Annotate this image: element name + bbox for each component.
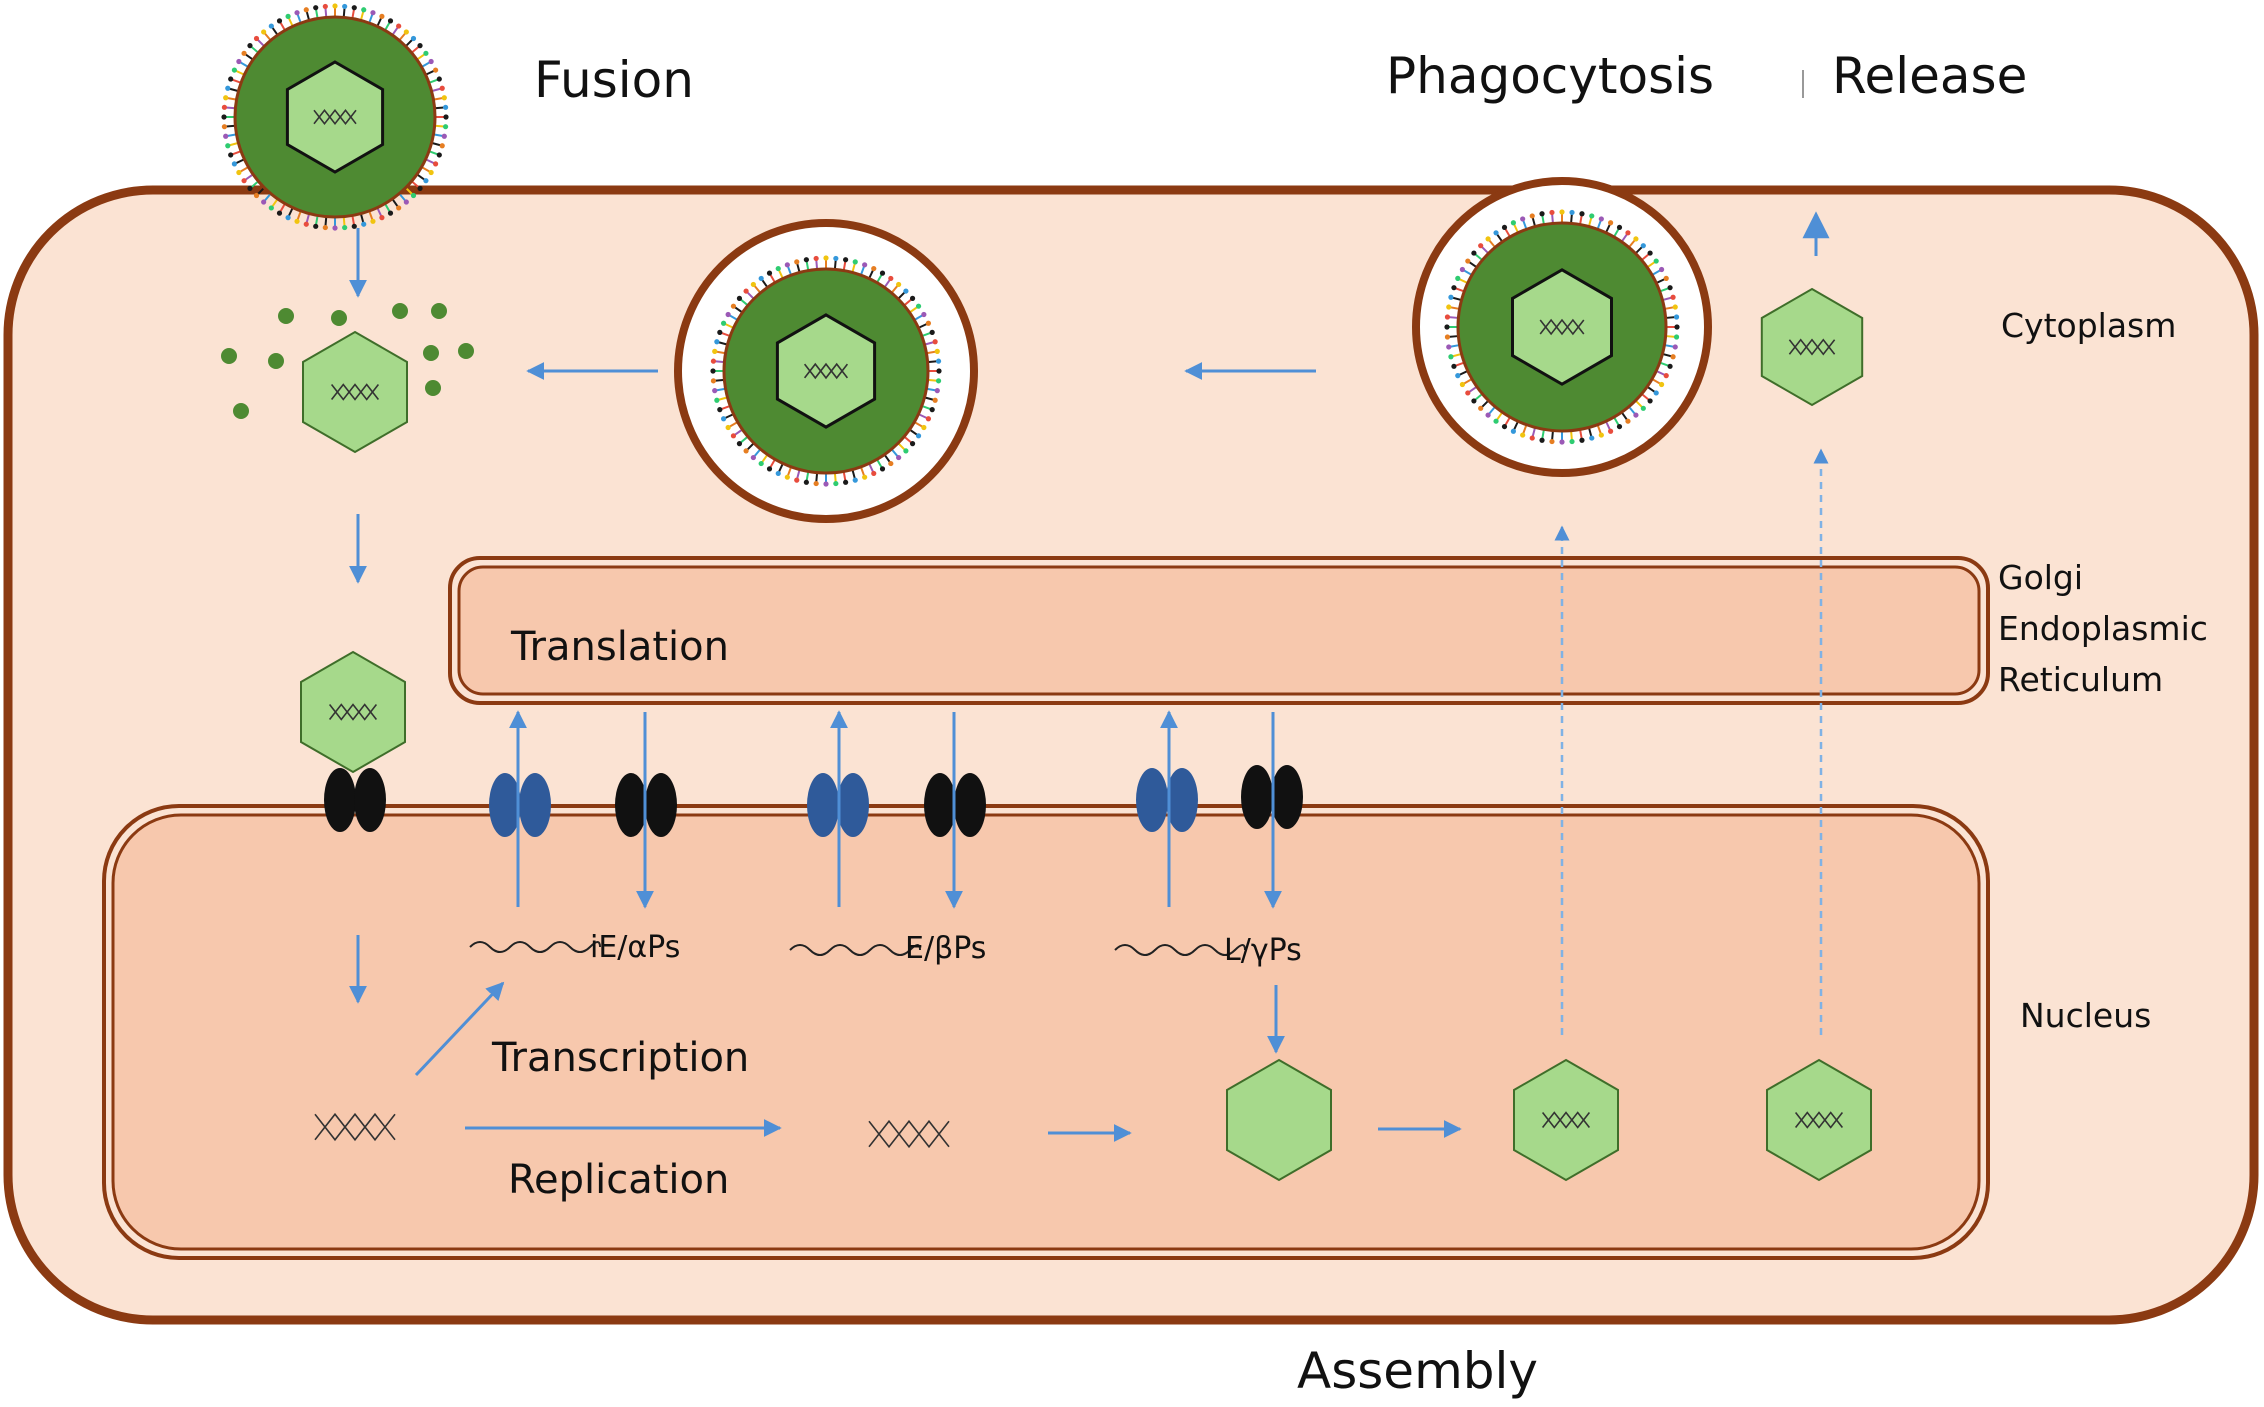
mrna-e xyxy=(789,944,921,956)
mrna-l xyxy=(1114,944,1246,956)
virion-fusion xyxy=(221,3,449,231)
capsid-released xyxy=(1760,287,1864,407)
label-transcription: Transcription xyxy=(491,1035,749,1081)
label-ie-aps: iE/αPs xyxy=(590,930,680,965)
viral-dna-replicated xyxy=(868,1119,950,1149)
capsid-filled-nucleus-1 xyxy=(1513,1058,1619,1182)
label-endoplasmic: Endoplasmic xyxy=(1998,609,2208,648)
tegument-dots xyxy=(221,303,474,419)
label-golgi: Golgi xyxy=(1998,558,2083,597)
capsid-empty-nucleus xyxy=(1226,1058,1332,1182)
label-e-bps: E/βPs xyxy=(905,931,986,966)
label-release: Release xyxy=(1832,47,2027,105)
virion-endocytosed xyxy=(674,219,978,523)
nuclear-pore-export-l xyxy=(1136,768,1198,832)
label-phagocytosis: Phagocytosis xyxy=(1386,47,1714,105)
label-fusion: Fusion xyxy=(534,51,694,109)
capsid-at-pore xyxy=(300,650,406,774)
dashed-arrows xyxy=(1554,448,1829,1035)
viral-dna-genome xyxy=(314,1112,396,1142)
label-nucleus: Nucleus xyxy=(2020,996,2151,1035)
nuclear-pore-export-ie xyxy=(489,773,551,837)
capsid-filled-nucleus-2 xyxy=(1766,1058,1872,1182)
nucleus-inner xyxy=(111,813,1981,1251)
mrna-ie xyxy=(469,941,601,953)
label-assembly: Assembly xyxy=(1297,1342,1538,1400)
label-cytoplasm: Cytoplasm xyxy=(2001,306,2176,345)
label-l-gps: L/γPs xyxy=(1224,933,1302,968)
nuclear-pore-import-e xyxy=(924,773,986,837)
nuclear-pore-export-e xyxy=(807,773,869,837)
golgi-er-outer xyxy=(448,556,1990,705)
nuclear-pore-import-ie xyxy=(615,773,677,837)
label-replication: Replication xyxy=(508,1157,729,1203)
nuclear-pore-entry xyxy=(324,768,386,832)
nucleus-outer xyxy=(102,804,1990,1260)
virion-phagocytosis xyxy=(1412,177,1712,477)
label-reticulum: Reticulum xyxy=(1998,660,2163,699)
solid-arrows xyxy=(349,211,1830,1142)
golgi-er-inner xyxy=(457,565,1981,696)
capsid-uncoated xyxy=(302,330,408,454)
label-translation: Translation xyxy=(510,624,729,670)
nuclear-pore-import-l xyxy=(1241,765,1303,829)
